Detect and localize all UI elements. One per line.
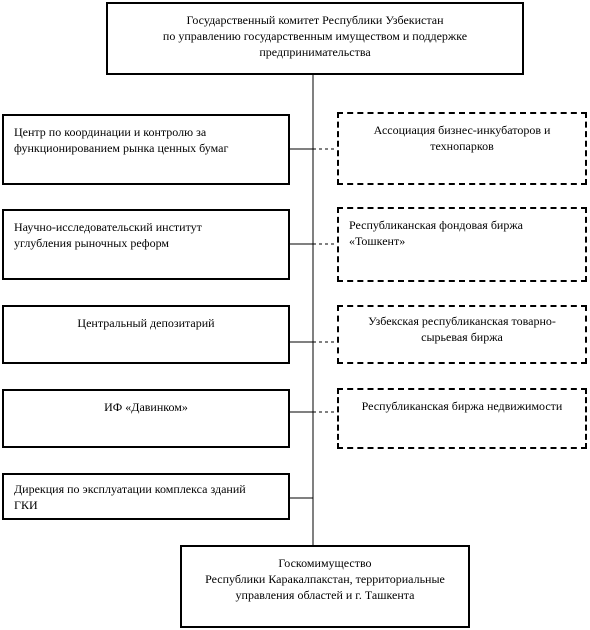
left-box-line: ГКИ [14, 498, 38, 512]
right-box-line: «Тошкент» [349, 234, 406, 248]
left-box-line: углубления рыночных реформ [14, 236, 169, 250]
right-box-commodity-exchange: Узбекская республиканская товарно- сырье… [337, 305, 587, 364]
right-box-line: Республиканская биржа недвижимости [361, 399, 563, 413]
top-box-state-committee: Государственный комитет Республики Узбек… [106, 2, 524, 75]
bottom-box-line: Госкомимущество [278, 556, 372, 570]
top-box-line: Государственный комитет Республики Узбек… [186, 13, 444, 27]
left-box-davinkom: ИФ «Давинком» [2, 389, 290, 448]
right-box-business-incubators: Ассоциация бизнес-инкубаторов и технопар… [337, 112, 587, 185]
top-box-line: предпринимательства [259, 45, 371, 59]
bottom-box-line: управления областей и г. Ташкента [235, 588, 415, 602]
left-box-line: ИФ «Давинком» [104, 400, 188, 414]
right-box-line: технопарков [430, 139, 494, 153]
left-box-central-depository: Центральный депозитарий [2, 305, 290, 364]
left-box-line: Центральный депозитарий [77, 316, 215, 330]
right-box-line: Ассоциация бизнес-инкубаторов и [373, 123, 551, 137]
bottom-box-line: Республики Каракалпакстан, территориальн… [205, 572, 445, 586]
top-box-line: по управлению государственным имуществом… [162, 29, 468, 43]
right-box-line: Узбекская республиканская товарно- [368, 314, 556, 328]
left-box-line: функционированием рынка ценных бумаг [14, 141, 229, 155]
right-box-line: сырьевая биржа [421, 330, 503, 344]
left-box-building-directorate: Дирекция по эксплуатации комплекса здани… [2, 473, 290, 520]
right-box-line: Республиканская фондовая биржа [349, 218, 523, 232]
left-box-research-institute: Научно-исследовательский институт углубл… [2, 209, 290, 280]
left-box-line: Центр по координации и контролю за [14, 125, 207, 139]
left-box-line: Научно-исследовательский институт [14, 220, 202, 234]
right-box-stock-exchange: Республиканская фондовая биржа «Тошкент» [337, 207, 587, 282]
left-box-line: Дирекция по эксплуатации комплекса здани… [14, 482, 246, 496]
right-box-real-estate-exchange: Республиканская биржа недвижимости [337, 388, 587, 449]
left-box-securities-center: Центр по координации и контролю за функц… [2, 114, 290, 185]
bottom-box-regional-committees: Госкомимущество Республики Каракалпакста… [180, 545, 470, 628]
